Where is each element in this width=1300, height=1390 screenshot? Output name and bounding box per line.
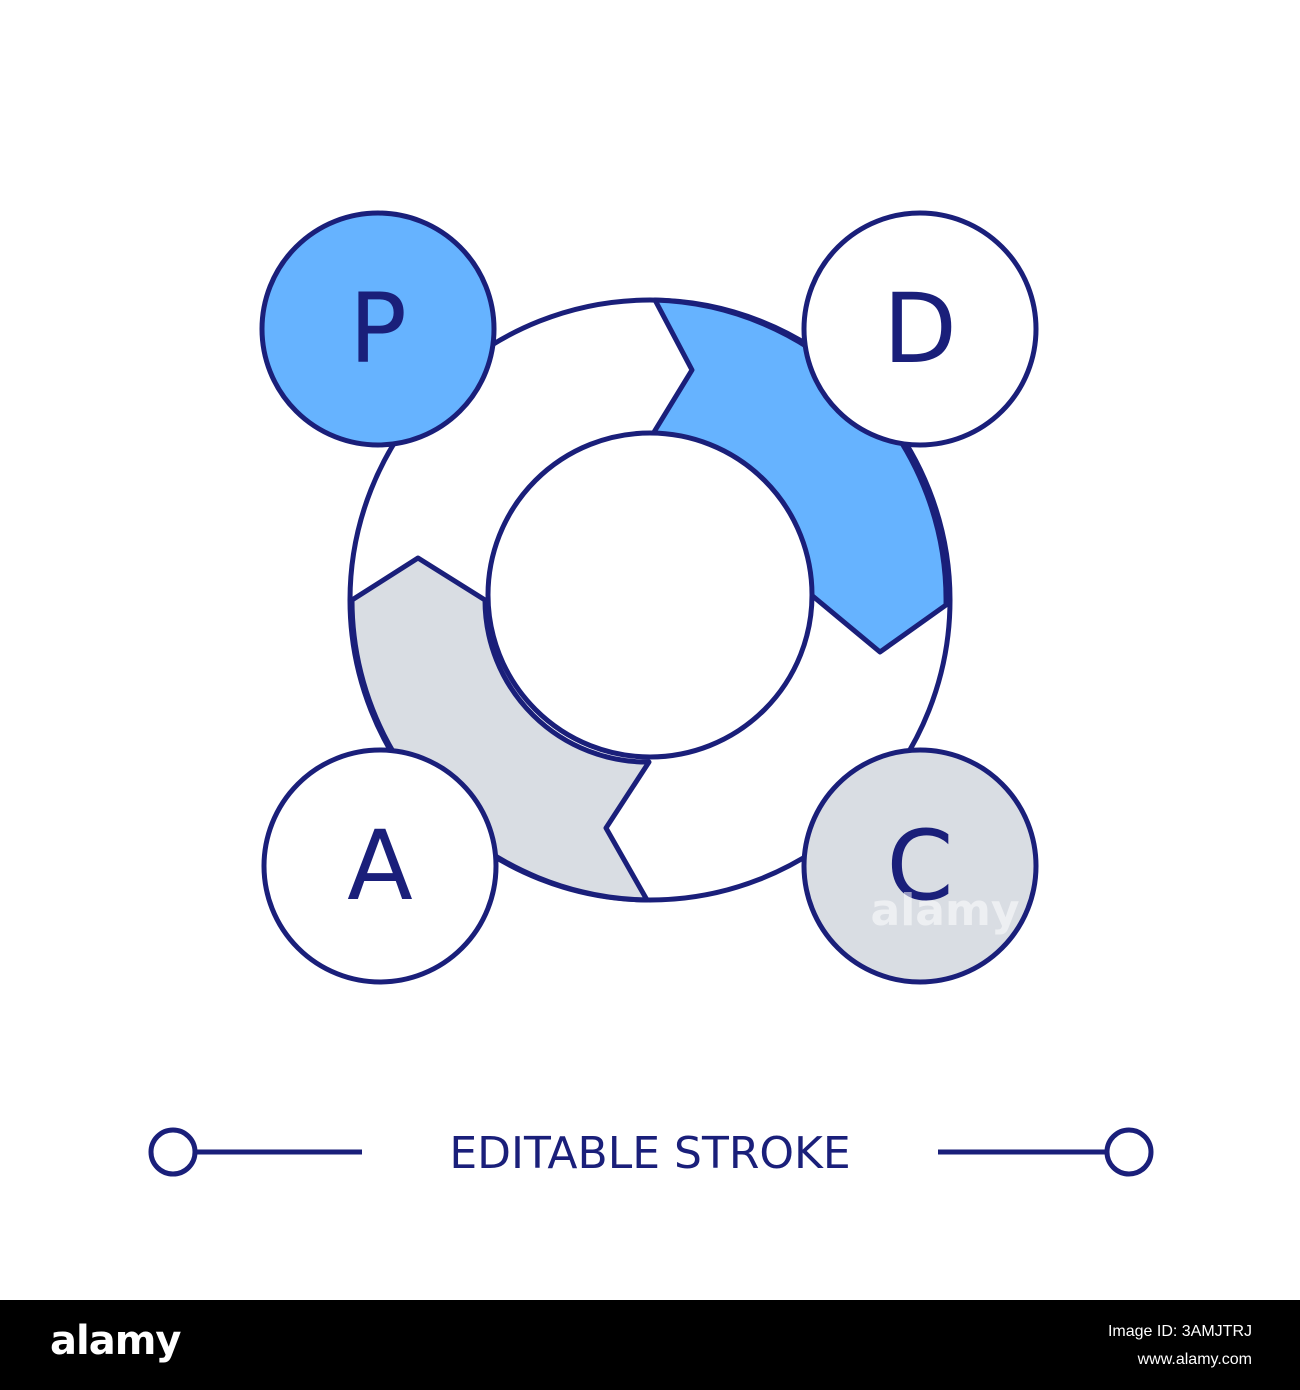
caption-left-node [148,1127,198,1177]
pdca-diagram: P D C A alamy EDITABLE STROKE [148,210,1154,1179]
node-do: D [801,210,1039,448]
watermark-text: alamy [871,885,1020,936]
node-check-letter: C [886,810,953,922]
gray-arrow-segment [349,555,652,903]
pdca-icon-illustration: P D C A alamy EDITABLE STROKE [148,210,1154,1179]
site-url: www.alamy.com [1137,1351,1252,1368]
node-check: C [801,747,1039,985]
footer-logo: alamy [50,1318,181,1364]
image-id-label: Image ID: 3AMJTRJ [1107,1323,1252,1340]
footer-meta: Image ID: 3AMJTRJ www.alamy.com [1108,1318,1252,1374]
footer-bar: alamy Image ID: 3AMJTRJ www.alamy.com [0,1300,1300,1390]
node-do-letter: D [883,273,957,385]
node-act: A [261,747,499,985]
caption-text: EDITABLE STROKE [449,1128,850,1179]
caption-right-node [1104,1127,1154,1177]
node-plan: P [259,210,497,448]
node-plan-letter: P [349,273,407,385]
node-act-letter: A [347,810,413,922]
editable-stroke-caption: EDITABLE STROKE [148,1127,1154,1179]
cycle-center [485,430,815,760]
